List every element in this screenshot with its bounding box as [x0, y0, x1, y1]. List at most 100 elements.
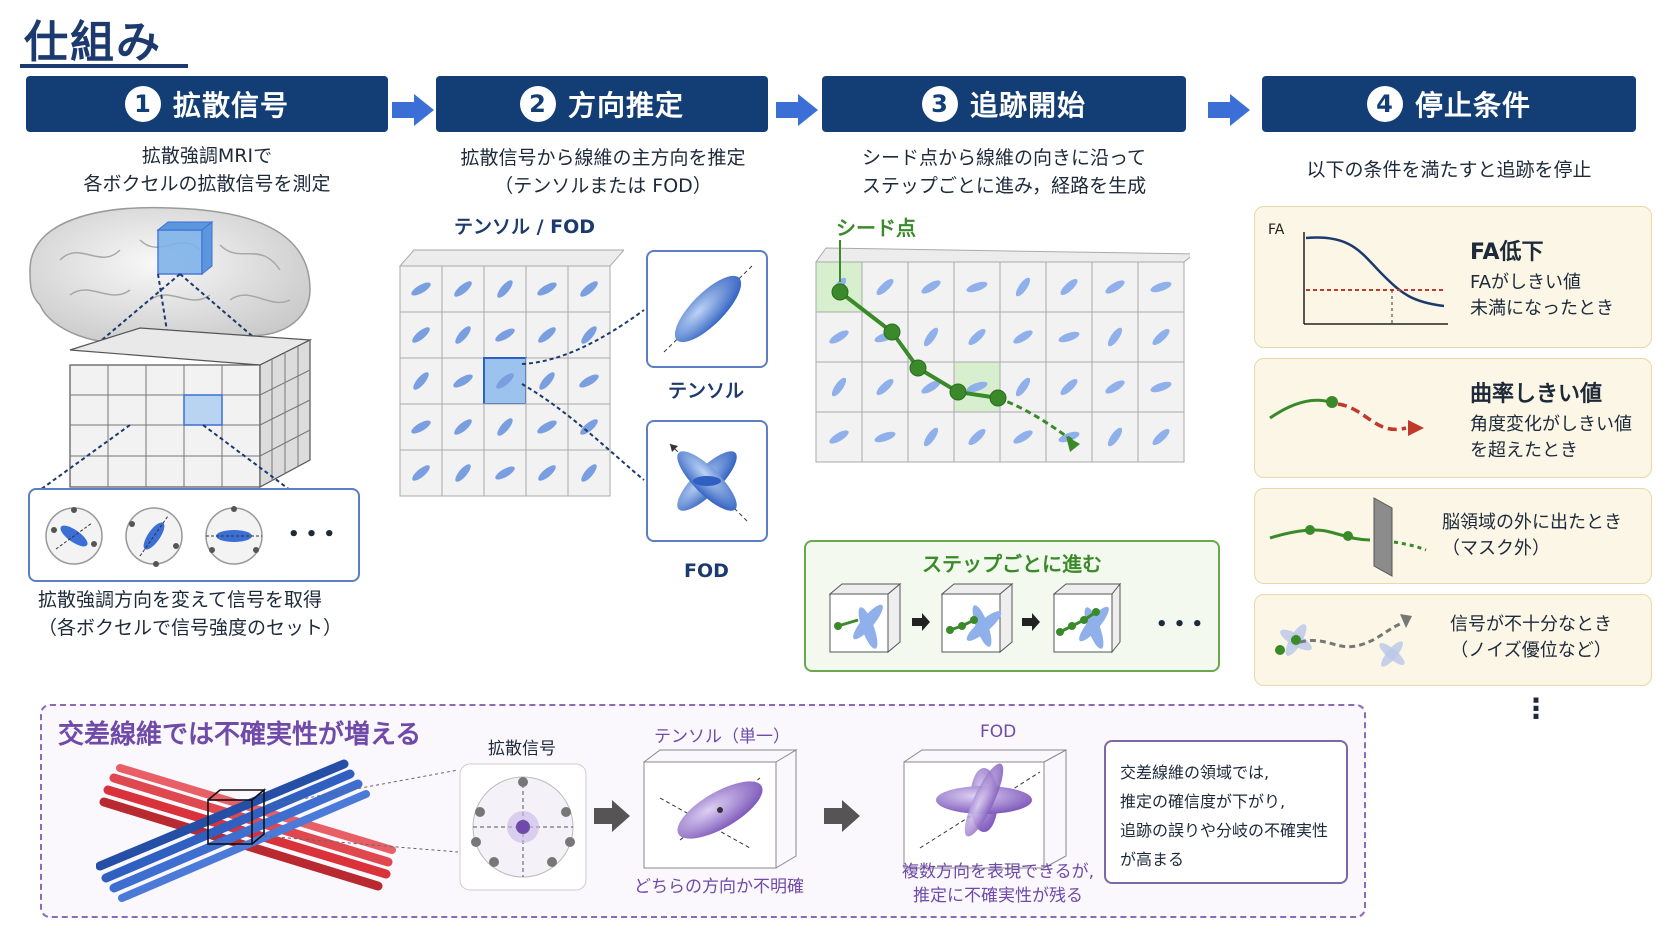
tensor-glyph — [874, 431, 896, 443]
tensor-glyph — [829, 330, 849, 344]
condition-line: 信号が不十分なとき — [1450, 614, 1612, 635]
streamline-point — [949, 383, 967, 401]
tensor-glyph — [1058, 331, 1080, 343]
tensor-glyph — [537, 420, 557, 434]
crossing-note-box: 交差線維の領域では, 推定の確信度が下がり, 追跡の誤りや分岐の不確実性 が高ま… — [1104, 740, 1348, 884]
signal-sphere-icon — [205, 506, 263, 565]
tensor-glyph — [1150, 381, 1172, 393]
tensor-glyph — [580, 419, 598, 435]
condition-title-curvature: 曲率しきい値 — [1470, 382, 1603, 407]
tensor-glyph — [412, 327, 430, 343]
condition-line: を超えたとき — [1470, 440, 1578, 461]
arrow-right-icon — [824, 800, 860, 832]
step-description-line: （テンソルまたは FOD） — [494, 175, 712, 197]
step-cube-icon — [828, 582, 902, 654]
tensor-glyph — [1107, 327, 1123, 347]
tensor-glyph — [497, 280, 513, 298]
tensor-glyph — [829, 430, 849, 444]
fod-label: FOD — [684, 560, 729, 582]
tensor-fod-label: テンソル / FOD — [454, 216, 596, 238]
arrow-right-icon — [392, 94, 434, 126]
tensor-glyph — [539, 372, 555, 390]
step-header-3: 3 追跡開始 — [822, 76, 1186, 132]
step-progress-cubes — [828, 582, 1122, 654]
note-line: 追跡の誤りや分岐の不確実性 — [1120, 821, 1329, 840]
tensor-glyph — [411, 420, 431, 434]
tensor-glyph — [1013, 430, 1033, 444]
crossing-tensor-caption: どちらの方向か不明確 — [634, 877, 804, 897]
crossing-fiber-title: 交差線維では不確実性が増える — [58, 720, 422, 750]
note-line: 推定の確信度が下がり, — [1120, 792, 1286, 811]
noisy-signal-icon — [1275, 614, 1412, 667]
tensor-glyph — [454, 419, 472, 435]
tensor-glyph — [538, 465, 556, 481]
step-description-line: 拡散強調MRIで — [141, 145, 273, 167]
condition-title-fa: FA低下 — [1470, 240, 1544, 265]
tensor-glyph — [537, 282, 557, 296]
step-label-1: 拡散信号 — [172, 89, 289, 122]
tensor-glyph — [412, 465, 430, 481]
signal-sphere-icon — [45, 507, 103, 565]
signal-spheres — [45, 506, 263, 567]
crossing-signal-sphere-icon — [459, 763, 587, 891]
step-description-1: 拡散強調MRIで 各ボクセルの拡散信号を測定 — [26, 142, 388, 198]
condition-text-curvature: 角度変化がしきい値 を超えたとき — [1470, 412, 1632, 464]
fa-axis-label: FA — [1268, 222, 1285, 238]
tensor-glyph — [413, 372, 429, 390]
condition-line: 角度変化がしきい値 — [1470, 414, 1632, 435]
step-number-1: 1 — [124, 86, 161, 122]
tensor-glyph — [966, 281, 988, 293]
tensor-glyph — [538, 327, 556, 343]
tensor-glyph — [455, 326, 471, 344]
tensor-glyph — [580, 281, 598, 297]
step-description-line: 拡散信号から線維の主方向を推定 — [460, 147, 746, 169]
signal-sphere-icon — [125, 507, 183, 567]
voxel-cell — [1137, 261, 1185, 313]
note-line: 交差線維の領域では, — [1120, 763, 1270, 782]
tensor-glyph — [453, 374, 473, 388]
step-header-1: 1 拡散信号 — [26, 76, 388, 132]
tensor-glyph — [1152, 328, 1170, 346]
page-title: 仕組み — [24, 17, 162, 68]
mask-boundary-icon — [1269, 497, 1427, 577]
tensor-glyph — [495, 466, 515, 480]
tensor-glyph — [454, 281, 472, 297]
streamline-point — [883, 323, 901, 341]
step-description-4: 以下の条件を満たすと追跡を停止 — [1306, 159, 1592, 181]
step-label-4: 停止条件 — [1414, 89, 1531, 122]
condition-line: 未満になったとき — [1470, 298, 1614, 319]
condition-line: 脳領域の外に出たとき — [1442, 512, 1622, 533]
arrow-right-icon — [776, 94, 818, 126]
tensor-glyph — [966, 381, 988, 393]
step-label-2: 方向推定 — [567, 89, 684, 122]
step-number-4: 4 — [1366, 86, 1403, 122]
condition-line: （ノイズ優位など） — [1450, 640, 1612, 661]
tensor-glyph — [1105, 280, 1125, 294]
crossing-voxel-box — [207, 788, 267, 845]
step-label-3: 追跡開始 — [969, 89, 1086, 122]
streamline-point — [909, 359, 927, 377]
voxel-cell — [999, 261, 1047, 313]
tensor-glyph — [968, 328, 986, 346]
step1-caption: 拡散強調方向を変えて信号を取得 （各ボクセルで信号強度のセット） — [20, 586, 360, 642]
step-header-2: 2 方向推定 — [436, 76, 768, 132]
tensor-glyph — [1152, 428, 1170, 446]
seed-point-label: シード点 — [836, 216, 916, 240]
condition-line: （マスク外） — [1442, 538, 1550, 559]
fa-drop-chart-icon: FA — [1268, 222, 1448, 325]
voxel-highlight — [157, 229, 203, 275]
crossing-tensor-label: テンソル（単一） — [654, 727, 790, 747]
tensor-glyph — [1015, 377, 1031, 397]
tensor-glyph — [968, 428, 986, 446]
streamline-point — [831, 283, 849, 301]
voxel-cell — [861, 411, 909, 463]
condition-text-signal: 信号が不十分なとき （ノイズ優位など） — [1450, 612, 1612, 664]
fod-glyph-icon — [669, 443, 749, 523]
caption-line: 推定に不確実性が残る — [913, 886, 1083, 906]
brain-shape — [29, 206, 311, 348]
caption-line: 拡散強調方向を変えて信号を取得 — [38, 589, 323, 611]
caption-line: 複数方向を表現できるが, — [901, 862, 1095, 882]
tensor-glyph — [411, 282, 431, 296]
tensor-glyph — [1060, 378, 1078, 396]
step-number-2: 2 — [519, 86, 556, 122]
